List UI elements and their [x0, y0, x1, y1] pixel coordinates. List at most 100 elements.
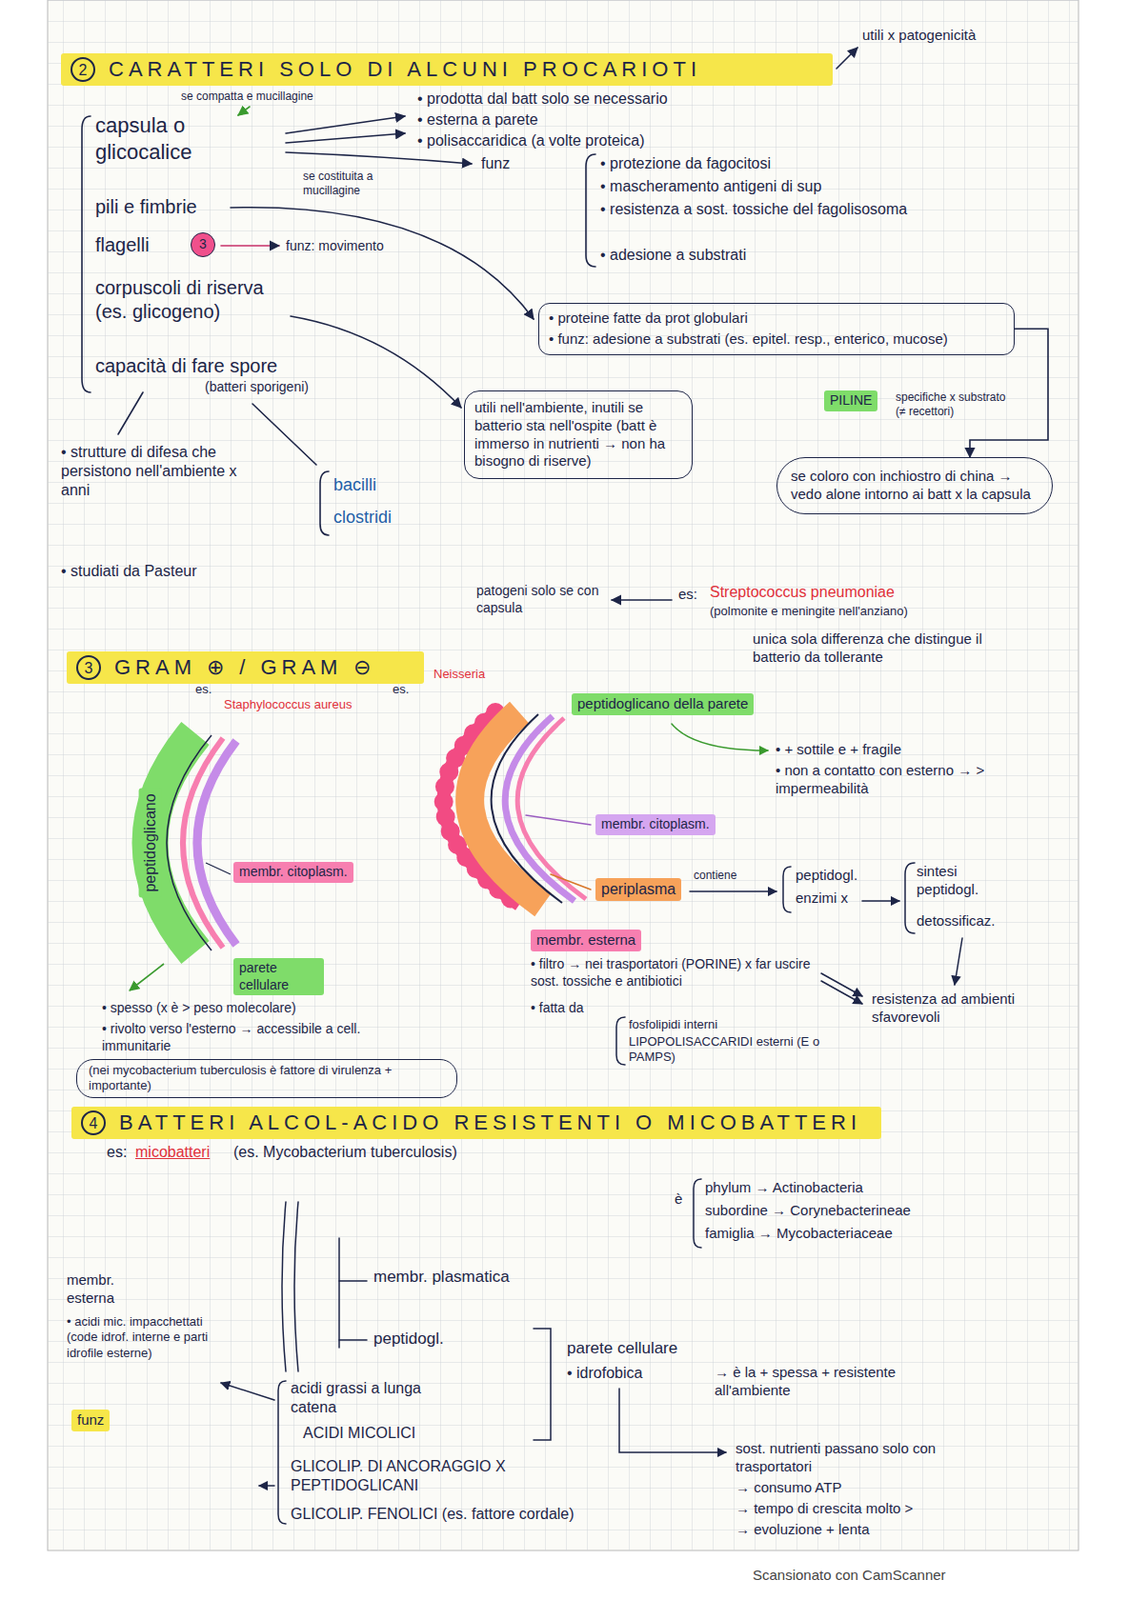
handwritten-note: (es. Mycobacterium tuberculosis)	[233, 1143, 458, 1163]
handwritten-note: • acidi mic. impacchettati (code idrof. …	[66, 1314, 210, 1362]
wall-layer-line	[294, 1202, 299, 1372]
leader-line	[525, 815, 591, 826]
leader-line	[252, 403, 317, 465]
callout-number: 3	[76, 655, 101, 681]
note-box: utili nell'ambiente, inutili se batterio…	[463, 390, 693, 480]
leader-line	[118, 392, 143, 435]
grid-paper	[47, 0, 1079, 1552]
handwritten-note: • filtro → nei trasportatori (PORINE) x …	[530, 956, 817, 990]
section-header: 3 GRAM ⊕ / GRAM ⊖	[66, 651, 424, 685]
curly-brace	[278, 1381, 286, 1525]
node-text: membr. citoplasm.	[601, 816, 710, 834]
note-box: • proteine fatte da prot globulari • funz…	[538, 302, 1015, 356]
highlight-label: periplasma	[595, 878, 682, 902]
node-text: utili nell'ambiente, inutili se batterio…	[474, 399, 683, 471]
handwritten-note: Streptococcus pneumoniae	[709, 583, 895, 603]
handwritten-note: • resistenza a sost. tossiche del fagoli…	[600, 200, 925, 220]
handwritten-note: enzimi x	[795, 889, 848, 908]
leader-line	[339, 1280, 367, 1283]
node-text: • funz: adesione a substrati (es. epitel…	[548, 330, 1005, 349]
leader-arrow	[221, 244, 280, 247]
leader-line	[339, 1339, 367, 1342]
leader-arrow	[221, 1383, 275, 1401]
handwritten-note: se costituita a mucillagine	[302, 169, 427, 199]
callout-number: 4	[80, 1110, 106, 1136]
handwritten-note: • mascheramento antigeni di sup	[600, 177, 822, 197]
node-text: PILINE	[829, 392, 872, 410]
handwritten-note: LIPOPOLISACCARIDI esterni (E o PAMPS)	[628, 1034, 848, 1067]
handwritten-note: es:	[106, 1143, 127, 1163]
leader-arrow	[689, 890, 777, 893]
node-text: GRAM ⊕ / GRAM ⊖	[114, 654, 376, 682]
handwritten-note: • polisaccaridica (a volte proteica)	[417, 131, 646, 151]
handwritten-note: specifiche x substrato (≠ recettori)	[895, 390, 1015, 420]
handwritten-note: es.	[195, 682, 212, 698]
leader-arrow	[290, 316, 462, 408]
node-text: peptidoglicano della parete	[577, 695, 748, 714]
handwritten-note: acidi grassi a lunga catena	[290, 1379, 463, 1418]
handwritten-note: (polmonite e meningite nell'anziano)	[709, 604, 996, 620]
handwritten-note: pili e fimbrie	[95, 195, 198, 220]
handwritten-note: contiene	[693, 868, 737, 884]
gram-positive-membrane-inner	[197, 741, 237, 946]
handwritten-note: funz	[481, 154, 510, 174]
leader-line	[550, 874, 591, 890]
leader-line	[205, 863, 231, 875]
handwritten-note: subordine → Corynebacterineae	[705, 1202, 911, 1221]
handwritten-note: membr. plasmatica	[373, 1267, 536, 1288]
handwritten-note: • + sottile e + fragile	[775, 741, 902, 760]
node-text: peptidoglicano	[140, 793, 160, 892]
leader-arrow	[285, 152, 472, 164]
leader-arrow	[285, 133, 405, 143]
handwritten-note: famiglia → Mycobacteriaceae	[705, 1225, 893, 1244]
highlight-label: membr. citoplasm.	[595, 814, 716, 836]
curly-brace	[693, 1179, 702, 1249]
leader-arrow	[619, 1389, 726, 1453]
handwritten-note: (batteri sporigeni)	[204, 379, 309, 397]
handwritten-note: Staphylococcus aureus	[223, 697, 352, 713]
handwritten-note: micobatteri	[135, 1143, 210, 1163]
handwritten-note: • studiati da Pasteur	[60, 562, 204, 582]
handwritten-note: → evoluzione + lenta	[735, 1521, 870, 1540]
curly-brace	[616, 1017, 625, 1066]
handwritten-note: • spesso (x è > peso molecolare)	[101, 1000, 426, 1018]
highlight-label: membr. esterna	[530, 929, 642, 952]
handwritten-note: resistenza ad ambienti sfavorevoli	[871, 990, 1025, 1028]
node-text: • proteine fatte da prot globulari	[548, 309, 1005, 328]
handwritten-note: patogeni solo se con capsula	[476, 583, 601, 617]
handwritten-note: → è la + spessa + resistente all'ambient…	[714, 1364, 963, 1401]
handwritten-note: se compatta e mucillagine	[181, 89, 314, 104]
node-text: BATTERI ALCOL-ACIDO RESISTENTI O MICOBAT…	[119, 1109, 862, 1137]
handwritten-note: phylum → Actinobacteria	[705, 1179, 864, 1198]
node-text: CARATTERI SOLO DI ALCUNI PROCARIOTI	[108, 56, 702, 83]
node-text: periplasma	[601, 880, 676, 900]
leader-arrow	[611, 599, 672, 602]
handwritten-note: es.	[392, 682, 409, 698]
section-header: 2 CARATTERI SOLO DI ALCUNI PROCARIOTI	[60, 53, 833, 86]
handwritten-note: Neisseria	[433, 666, 485, 683]
handwritten-note: flagelli	[95, 233, 150, 258]
leader-arrow	[836, 47, 858, 69]
handwritten-note: • prodotta dal batt solo se necessario	[417, 89, 668, 109]
curly-brace	[783, 866, 791, 913]
leader-arrow	[238, 106, 250, 116]
handwritten-note: GLICOLIP. FENOLICI (es. fattore cordale)	[290, 1505, 575, 1525]
handwritten-note: parete cellulare	[566, 1338, 678, 1359]
highlight-label: peptidoglicano	[138, 787, 162, 898]
handwritten-note: capsula o glicocalice	[95, 112, 277, 165]
section-header: 4 BATTERI ALCOL-ACIDO RESISTENTI O MICOBA…	[71, 1107, 882, 1140]
handwritten-note: fosfolipidi interni	[628, 1017, 718, 1033]
handwritten-note: • esterna a parete	[417, 110, 539, 130]
node-text: funz	[77, 1411, 104, 1431]
leader-arrow	[230, 207, 534, 320]
callout-number: 2	[70, 57, 96, 82]
wall-layer-line	[338, 1238, 341, 1349]
highlight-label: peptidoglicano della parete	[571, 693, 754, 716]
node-text: membr. citoplasm.	[239, 864, 348, 882]
handwritten-note: Scansionato con CamScanner	[752, 1567, 947, 1586]
handwritten-note: → consumo ATP	[735, 1479, 842, 1498]
handwritten-note: • fatta da	[530, 1000, 585, 1018]
